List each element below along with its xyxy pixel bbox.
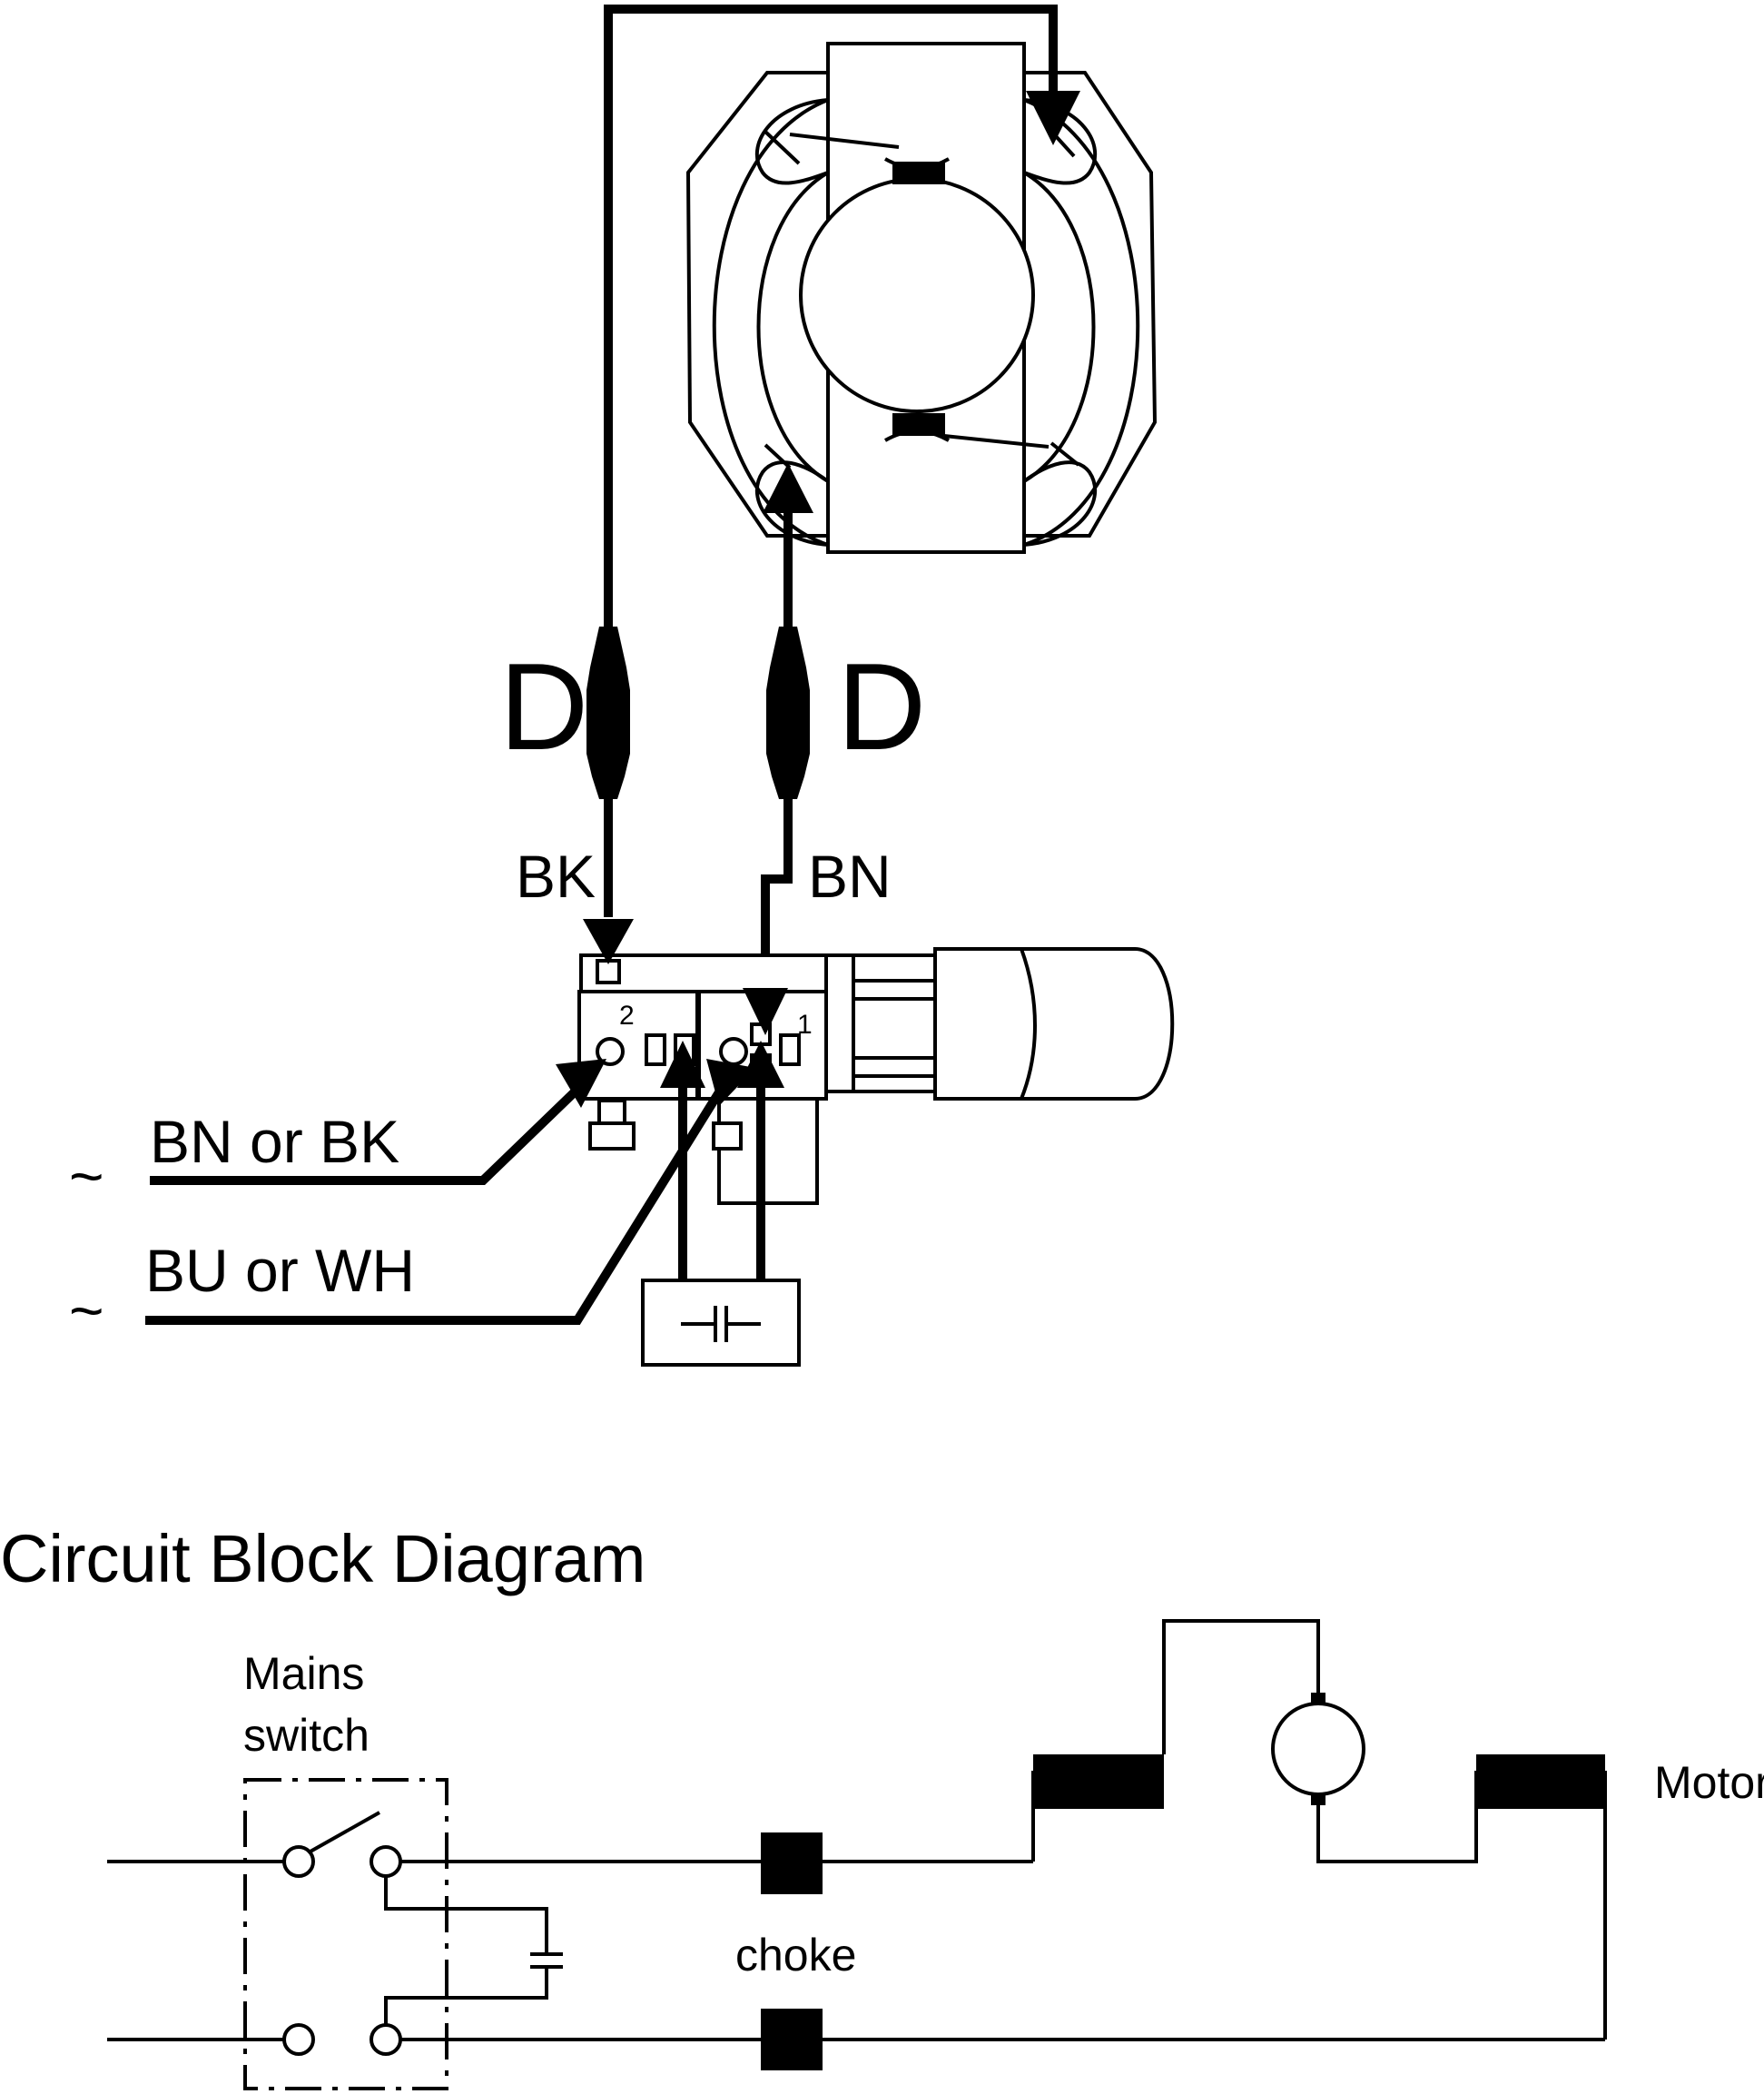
winding-loop-top-left <box>754 98 829 185</box>
choke-top <box>761 1832 823 1894</box>
switch-trigger-frame <box>852 953 937 1093</box>
field-winding-outer-right <box>1023 98 1140 547</box>
contact-bottom-left <box>282 2023 315 2056</box>
choke-label: choke <box>735 1930 856 1980</box>
switch-knob-left <box>597 1099 626 1125</box>
mains-switch-label-1: Mains <box>243 1648 364 1699</box>
switch-top-bar <box>579 953 828 993</box>
motor-label: Motor <box>1654 1757 1764 1808</box>
motor-armature <box>799 177 1035 413</box>
terminal-2 <box>596 1037 625 1066</box>
arrow-bk-motor <box>1026 91 1080 145</box>
motor-assembly <box>685 42 1158 554</box>
wire-bk <box>604 5 1058 917</box>
mains-switch-box <box>243 1778 448 2090</box>
switch-knob-right <box>717 1097 819 1205</box>
capacitor-box <box>641 1279 801 1367</box>
connector-left-label: D <box>499 637 588 775</box>
motor-stator-outline <box>685 71 1158 538</box>
block-switch-contacts <box>282 1845 402 2056</box>
arrow-bn-switch <box>743 988 788 1035</box>
block-diagram-title: Circuit Block Diagram <box>0 1521 645 1596</box>
wire-bn-label: BN <box>808 843 892 910</box>
capacitor-symbol <box>681 1306 761 1342</box>
mains-switch-label-2: switch <box>243 1710 370 1761</box>
field-winding-right <box>1476 1754 1605 1809</box>
ac-symbol-1: ~ <box>69 1142 104 1210</box>
arrow-bk-switch <box>583 919 634 964</box>
mains-wire-2 <box>145 1078 731 1325</box>
connectors <box>586 627 810 799</box>
arrow-bn-motor <box>763 463 813 513</box>
switch-lever <box>308 1811 380 1854</box>
mains-wire-1-label: BN or BK <box>150 1108 399 1175</box>
arrow-mains-1 <box>556 1059 606 1108</box>
field-winding-left <box>1033 1754 1164 1809</box>
mains-wire-1 <box>150 1075 592 1185</box>
field-windings <box>1033 1754 1605 1809</box>
mains-wire-2-label: BU or WH <box>145 1237 415 1304</box>
contact-bottom-right <box>370 2023 402 2056</box>
contact-top-right <box>370 1845 402 1878</box>
block-armature <box>1271 1702 1365 1796</box>
contact-top-left <box>282 1845 315 1878</box>
ac-symbol-2: ~ <box>69 1277 104 1344</box>
mains-wires <box>145 1072 765 1325</box>
arrow-cap-right <box>737 1041 784 1088</box>
terminal-2-label: 2 <box>619 1001 635 1031</box>
connector-right <box>766 627 810 799</box>
choke-bottom <box>761 2009 823 2070</box>
arrow-cap-left <box>660 1041 705 1088</box>
chokes <box>761 1832 823 2070</box>
arrow-mains-2 <box>706 1059 755 1106</box>
field-winding-inner-left <box>756 171 830 483</box>
terminal-1 <box>719 1037 748 1066</box>
connector-left <box>586 627 630 799</box>
connector-right-label: D <box>837 637 926 775</box>
winding-loop-bottom-right <box>1022 460 1098 547</box>
field-winding-inner-right <box>1022 171 1096 483</box>
wire-bk-label: BK <box>516 843 596 910</box>
terminal-1-label: 1 <box>797 1010 813 1040</box>
switch-trigger <box>933 947 1175 1101</box>
